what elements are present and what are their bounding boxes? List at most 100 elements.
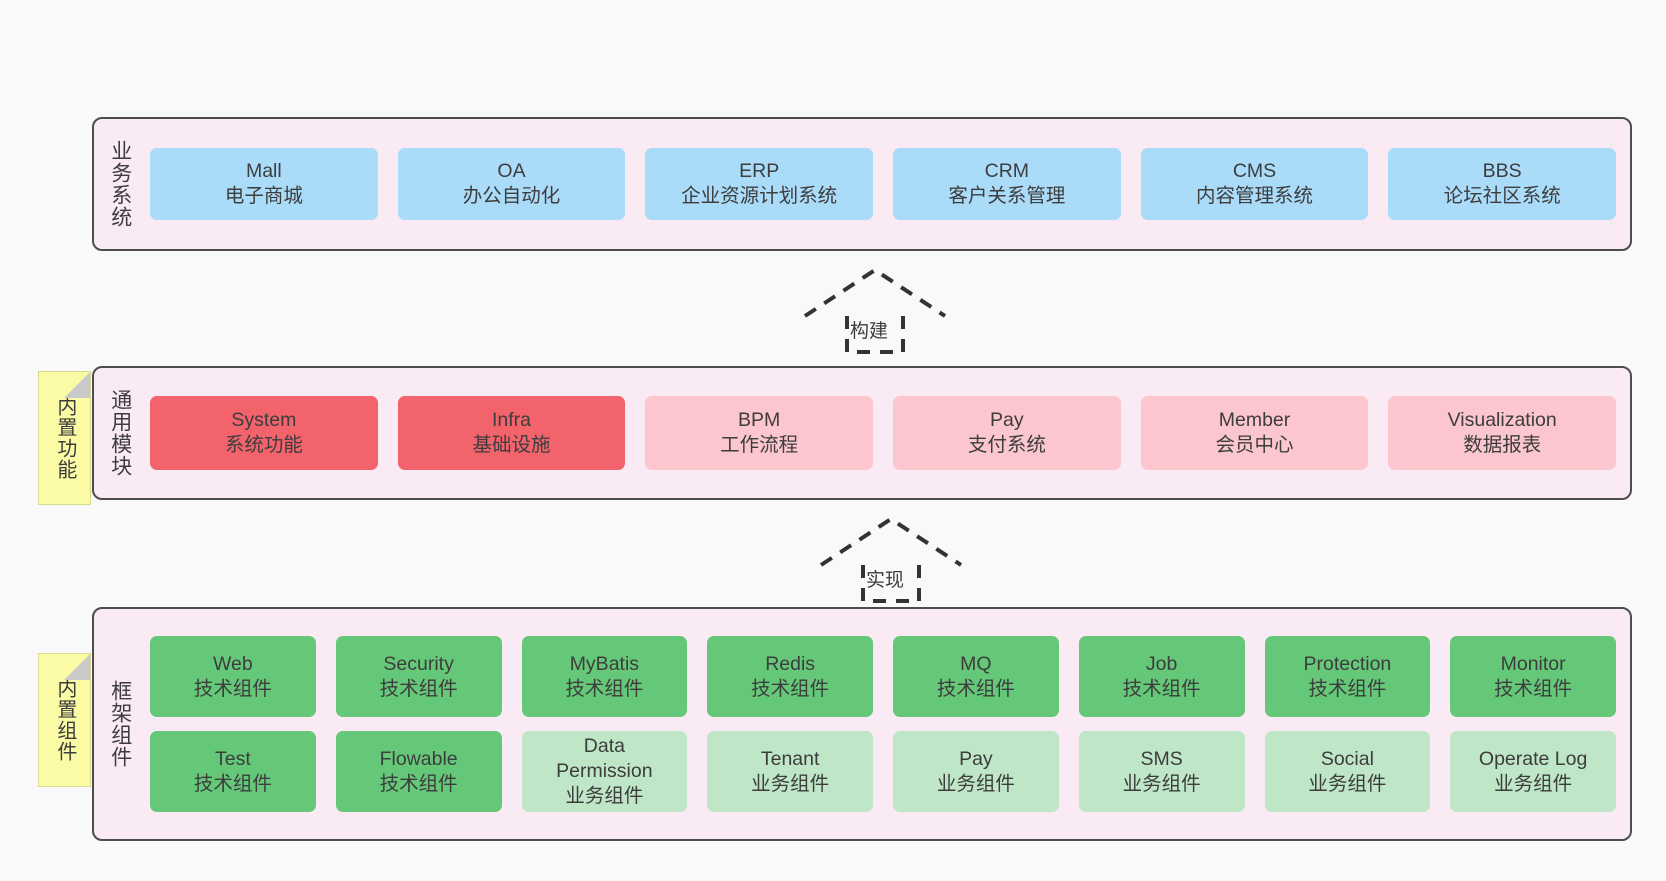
node-job[interactable]: Job 技术组件 <box>1078 636 1245 717</box>
node-title: System <box>231 409 297 432</box>
node-title: Infra <box>491 409 532 432</box>
node-title: CMS <box>1232 160 1277 183</box>
node-subtitle: 业务组件 <box>1494 772 1573 795</box>
note-label: 内置组件 <box>53 678 76 762</box>
node-subtitle: 技术组件 <box>1122 677 1201 700</box>
node-subtitle: 数据报表 <box>1463 434 1542 456</box>
node-tenant[interactable]: Tenant 业务组件 <box>707 731 873 812</box>
node-title: Pay <box>990 409 1024 432</box>
node-row: Web 技术组件 Security 技术组件 MyBatis 技术组件 Redi… <box>150 636 1616 717</box>
node-row: Mall 电子商城 OA 办公自动化 ERP 企业资源计划系统 CRM 客户关系… <box>150 148 1617 220</box>
node-title: Mall <box>245 160 282 183</box>
layer-common-module: 通用模块 System 系统功能 Infra 基础设施 BPM 工作流程 Pay… <box>92 366 1632 500</box>
node-title: Social <box>1320 747 1374 770</box>
node-mybatis[interactable]: MyBatis 技术组件 <box>521 636 688 717</box>
node-oa[interactable]: OA 办公自动化 <box>397 148 626 220</box>
node-subtitle: 技术组件 <box>1308 677 1387 700</box>
node-crm[interactable]: CRM 客户关系管理 <box>893 148 1121 220</box>
node-mq[interactable]: MQ 技术组件 <box>893 636 1059 717</box>
node-subtitle: 电子商城 <box>224 185 303 207</box>
node-mall[interactable]: Mall 电子商城 <box>150 148 378 220</box>
arrow-head-triangle <box>819 516 963 567</box>
node-subtitle: 内容管理系统 <box>1196 185 1314 207</box>
layer-title-business-system: 业务系统 <box>108 140 132 228</box>
node-subtitle: 业务组件 <box>1122 772 1201 795</box>
layer-framework-component: 框架组件 Web 技术组件 Security 技术组件 MyBatis 技术组件… <box>92 607 1632 841</box>
node-visualization[interactable]: Visualization 数据报表 <box>1388 396 1617 470</box>
node-subtitle: 技术组件 <box>1494 677 1573 700</box>
node-title: MyBatis <box>569 652 640 675</box>
arrow-label-implement: 实现 <box>866 570 905 591</box>
node-subtitle: 技术组件 <box>565 677 644 700</box>
node-subtitle: 业务组件 <box>565 784 644 807</box>
node-title: Monitor <box>1500 652 1566 675</box>
node-subtitle: 技术组件 <box>193 677 272 700</box>
node-title: ERP <box>739 160 780 183</box>
node-social[interactable]: Social 业务组件 <box>1264 731 1431 812</box>
node-operate-log[interactable]: Operate Log 业务组件 <box>1450 731 1616 812</box>
node-subtitle: 技术组件 <box>379 772 458 795</box>
node-title: CRM <box>984 160 1030 183</box>
node-subtitle: 技术组件 <box>936 677 1015 700</box>
node-system[interactable]: System 系统功能 <box>150 396 378 470</box>
node-cms[interactable]: CMS 内容管理系统 <box>1140 148 1369 220</box>
layer-title-framework-component: 框架组件 <box>108 680 132 768</box>
node-subtitle: 会员中心 <box>1215 434 1294 456</box>
node-row: Test 技术组件 Flowable 技术组件 Data Permission … <box>150 731 1616 812</box>
node-title: Security <box>383 652 454 675</box>
arrow-build: 构建 <box>800 264 950 354</box>
node-title: Protection <box>1303 652 1392 675</box>
node-pay-module[interactable]: Pay 支付系统 <box>893 396 1121 470</box>
node-security[interactable]: Security 技术组件 <box>335 636 502 717</box>
note-label: 内置功能 <box>53 396 76 480</box>
node-subtitle: 工作流程 <box>720 434 799 456</box>
note-builtin-component: 内置组件 <box>38 653 91 787</box>
node-title: SMS <box>1140 747 1183 770</box>
node-title: Flowable <box>379 747 458 770</box>
node-subtitle: 业务组件 <box>1308 772 1387 795</box>
node-title: Job <box>1145 652 1178 675</box>
node-pay-component[interactable]: Pay 业务组件 <box>893 731 1059 812</box>
node-subtitle: 技术组件 <box>751 677 830 700</box>
layer-body-common-module: System 系统功能 Infra 基础设施 BPM 工作流程 Pay 支付系统… <box>146 368 1630 498</box>
node-title: BBS <box>1482 160 1522 183</box>
node-title: BPM <box>738 409 781 432</box>
node-title: Web <box>213 652 253 675</box>
node-redis[interactable]: Redis 技术组件 <box>707 636 873 717</box>
node-flowable[interactable]: Flowable 技术组件 <box>335 731 502 812</box>
node-test[interactable]: Test 技术组件 <box>150 731 316 812</box>
node-monitor[interactable]: Monitor 技术组件 <box>1450 636 1616 717</box>
layer-business-system: 业务系统 Mall 电子商城 OA 办公自动化 ERP 企业资源计划系统 CRM… <box>92 117 1632 251</box>
node-title: MQ <box>960 652 992 675</box>
node-row: System 系统功能 Infra 基础设施 BPM 工作流程 Pay 支付系统… <box>150 396 1617 470</box>
arrow-head-triangle <box>803 267 947 318</box>
node-data-permission[interactable]: Data Permission 业务组件 <box>521 731 688 812</box>
node-subtitle: 基础设施 <box>472 434 551 456</box>
node-subtitle: 技术组件 <box>379 677 458 700</box>
node-infra[interactable]: Infra 基础设施 <box>397 396 626 470</box>
node-subtitle: 论坛社区系统 <box>1443 185 1561 207</box>
node-sms[interactable]: SMS 业务组件 <box>1078 731 1245 812</box>
note-builtin-feature: 内置功能 <box>38 371 91 505</box>
node-title: Pay <box>959 747 993 770</box>
layer-title-common-module: 通用模块 <box>108 389 132 477</box>
node-member[interactable]: Member 会员中心 <box>1140 396 1369 470</box>
node-subtitle: 办公自动化 <box>462 185 561 207</box>
node-title: Redis <box>765 652 816 675</box>
arrow-label-build: 构建 <box>850 321 889 342</box>
node-protection[interactable]: Protection 技术组件 <box>1264 636 1431 717</box>
node-bbs[interactable]: BBS 论坛社区系统 <box>1388 148 1617 220</box>
node-title: Tenant <box>760 747 820 770</box>
layer-body-framework-component: Web 技术组件 Security 技术组件 MyBatis 技术组件 Redi… <box>146 609 1630 839</box>
arrow-implement: 实现 <box>816 513 966 603</box>
node-erp[interactable]: ERP 企业资源计划系统 <box>645 148 874 220</box>
node-subtitle: 业务组件 <box>751 772 830 795</box>
node-subtitle: 客户关系管理 <box>948 185 1066 207</box>
node-subtitle: 支付系统 <box>967 434 1046 456</box>
node-subtitle: 企业资源计划系统 <box>681 185 838 207</box>
node-title: Data Permission <box>556 735 653 783</box>
node-bpm[interactable]: BPM 工作流程 <box>645 396 874 470</box>
node-web[interactable]: Web 技术组件 <box>150 636 316 717</box>
node-title: Test <box>214 747 251 770</box>
